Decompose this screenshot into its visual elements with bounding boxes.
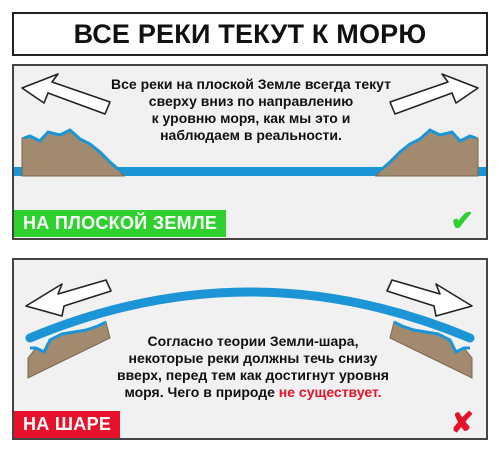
check-icon: ✔ — [450, 205, 474, 236]
globe-text-line-last: моря. Чего в природе не существует. — [94, 384, 412, 401]
globe-text-line: некоторые реки должны течь снизу — [128, 350, 378, 366]
flat-description: Все реки на плоской Земле всегда текут с… — [74, 76, 428, 144]
globe-illustration — [25, 279, 475, 379]
flat-earth-illustration — [14, 73, 486, 177]
globe-text-line: вверх, перед тем как достигнут уровня — [117, 367, 389, 383]
flat-text-line: сверху вниз по направлению — [148, 93, 354, 109]
globe-description: Согласно теории Земли-шара, некоторые ре… — [94, 333, 412, 401]
flat-text-line: наблюдаем в реальности. — [160, 127, 342, 143]
title-box: ВСЕ РЕКИ ТЕКУТ К МОРЮ — [12, 12, 488, 56]
globe-panel: Согласно теории Земли-шара, некоторые ре… — [12, 258, 488, 440]
globe-text-emphasis: не существует. — [278, 384, 382, 400]
flat-text-line: к уровню моря, как мы это и — [151, 110, 351, 126]
flat-water — [14, 167, 486, 176]
globe-text-line: Согласно теории Земли-шара, — [147, 333, 359, 349]
page-title: ВСЕ РЕКИ ТЕКУТ К МОРЮ — [73, 19, 427, 49]
left-arrow-icon — [25, 279, 112, 317]
right-arrow-icon — [389, 73, 479, 115]
right-arrow-icon — [386, 279, 473, 317]
globe-label: НА ШАРЕ — [14, 411, 121, 438]
left-arrow-icon — [21, 73, 111, 115]
arc-water — [25, 287, 475, 343]
cross-icon: ✘ — [450, 407, 474, 438]
flat-text-line: Все реки на плоской Земле всегда текут — [111, 76, 391, 92]
flat-earth-panel: Все реки на плоской Земле всегда текут с… — [12, 64, 488, 240]
globe-text-prefix: моря. Чего в природе — [124, 384, 275, 400]
flat-earth-label: НА ПЛОСКОЙ ЗЕМЛЕ — [14, 210, 227, 237]
